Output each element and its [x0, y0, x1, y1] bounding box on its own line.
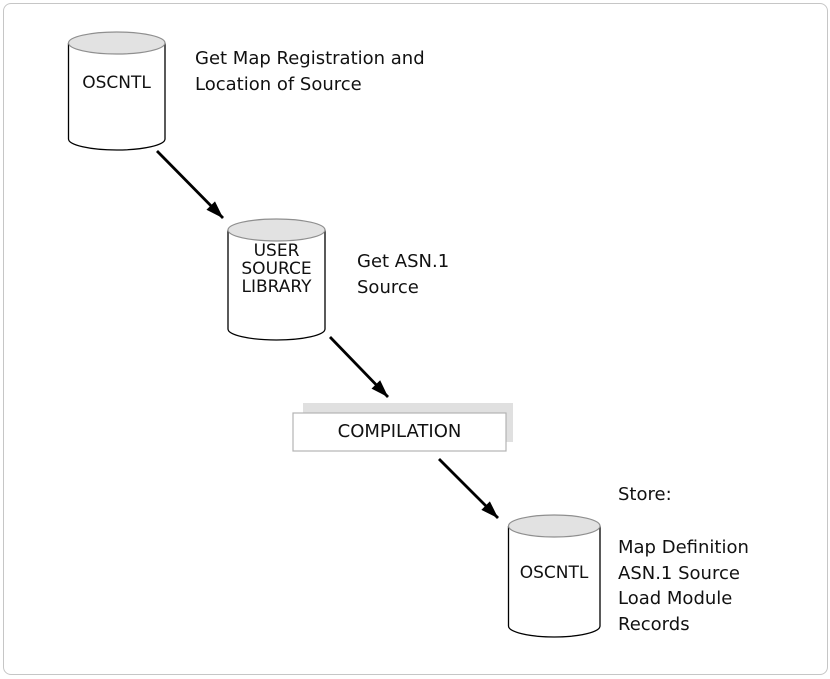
cylinder-label-line: LIBRARY	[241, 277, 312, 297]
cylinder-oscntl-bottom	[507, 514, 601, 638]
annotation-store-title: Store:	[618, 484, 672, 505]
flow-arrow-3	[438, 458, 499, 519]
annotation-line: Load Module	[618, 588, 733, 609]
annotation-line: Map Definition	[618, 537, 749, 558]
cylinder-top-ellipse	[227, 218, 326, 242]
cylinder-label-oscntl-top: OSCNTL	[82, 73, 151, 93]
flow-arrow-1	[156, 150, 224, 219]
process-box-label-compilation: COMPILATION	[337, 421, 462, 442]
annotation-line: Get Map Registration and	[195, 48, 425, 69]
cylinder-body	[67, 43, 166, 151]
annotation-line: Get ASN.1	[357, 251, 450, 272]
cylinder-user-source-library	[227, 218, 326, 341]
process-box-compilation	[292, 403, 513, 452]
cylinder-top-ellipse	[67, 31, 166, 55]
cylinder-body	[507, 526, 601, 638]
cylinder-label-line: SOURCE	[241, 259, 312, 279]
flow-arrow-2	[328, 336, 390, 398]
cylinder-label-oscntl-bottom: OSCNTL	[519, 563, 589, 583]
cylinder-oscntl-top	[67, 31, 166, 151]
cylinder-label-line: USER	[253, 241, 300, 261]
annotation-line: ASN.1 Source	[618, 562, 740, 584]
cylinder-body	[227, 230, 326, 341]
annotation-line: Records	[618, 613, 690, 635]
cylinder-top-ellipse	[507, 514, 601, 538]
annotation-line: Source	[357, 277, 419, 298]
annotation-line: Location of Source	[195, 74, 362, 95]
process-box-face	[292, 412, 507, 452]
